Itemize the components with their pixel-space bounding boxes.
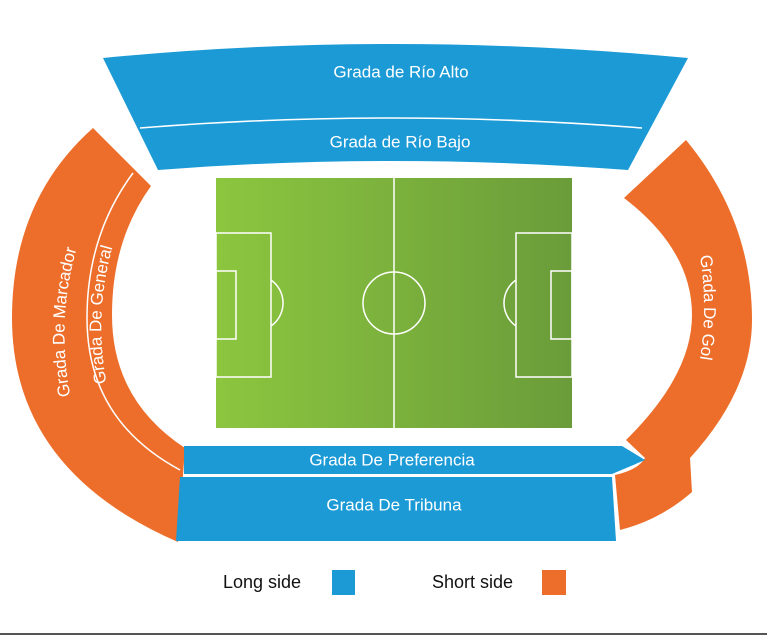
stand-gol[interactable] (615, 140, 752, 530)
bottom-divider (0, 633, 767, 635)
stand-preferencia[interactable] (184, 446, 645, 474)
stand-divider-rio (139, 117, 643, 129)
label-rio-bajo: Grada de Río Bajo (330, 132, 471, 151)
stand-marcador[interactable] (12, 128, 185, 542)
label-tribuna: Grada De Tribuna (326, 495, 462, 514)
label-preferencia: Grada De Preferencia (309, 450, 475, 469)
legend: Long side Short side (223, 570, 566, 595)
label-rio-alto: Grada de Río Alto (333, 62, 468, 81)
stand-divider-marcador (86, 172, 181, 471)
legend-short-side-label: Short side (432, 572, 513, 592)
football-pitch (215, 178, 573, 428)
legend-long-side-swatch (332, 570, 355, 595)
legend-short-side-swatch (542, 570, 566, 595)
stand-rio-alto[interactable] (103, 44, 688, 170)
label-gol: Grada De Gol (696, 254, 719, 362)
stand-tribuna[interactable] (176, 477, 616, 541)
legend-long-side-label: Long side (223, 572, 301, 592)
